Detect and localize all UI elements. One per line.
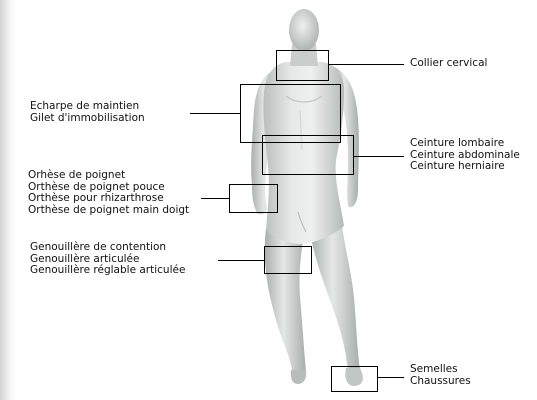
- label-line: Orthèse de poignet main doigt: [28, 205, 189, 217]
- right-leg: [310, 226, 360, 372]
- label-poignet: Orhèse de poignet Orthèse de poignet pou…: [28, 170, 189, 216]
- label-line: Orthèse pour rhizarthrose: [28, 193, 189, 205]
- mannequin-body: [251, 9, 363, 386]
- label-echarpe: Echarpe de maintien Gilet d'immobilisati…: [30, 101, 145, 124]
- label-line: Orhèse de poignet: [28, 170, 189, 182]
- head: [289, 9, 319, 51]
- right-foot: [345, 368, 363, 386]
- label-line: Genouillère réglable articulée: [30, 265, 185, 277]
- label-genou: Genouillère de contention Genouillère ar…: [30, 242, 185, 277]
- label-line: Collier cervical: [410, 58, 487, 70]
- label-line: Echarpe de maintien: [30, 101, 145, 113]
- label-pied: Semelles Chaussures: [410, 364, 471, 387]
- label-line: Ceinture herniaire: [410, 161, 520, 173]
- label-collier: Collier cervical: [410, 58, 487, 70]
- label-line: Gilet d'immobilisation: [30, 113, 145, 125]
- label-line: Genouillère de contention: [30, 242, 185, 254]
- label-ceinture: Ceinture lombaire Ceinture abdominale Ce…: [410, 138, 520, 173]
- left-foot: [291, 370, 306, 384]
- torso: [263, 62, 344, 244]
- label-line: Semelles: [410, 364, 471, 376]
- label-line: Chaussures: [410, 376, 471, 388]
- label-line: Ceinture lombaire: [410, 138, 520, 150]
- left-leg: [265, 228, 306, 372]
